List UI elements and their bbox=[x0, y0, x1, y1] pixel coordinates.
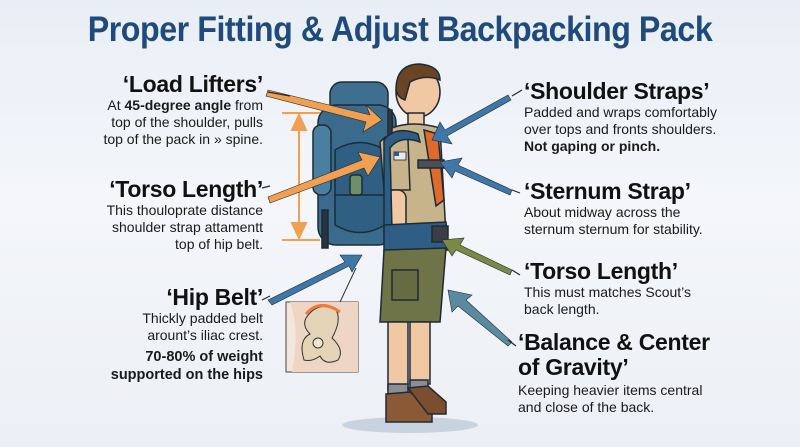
label-shoulder-straps: ‘Shoulder Straps’ Padded and wraps comfo… bbox=[524, 79, 794, 155]
label-sternum-strap: ‘Sternum Strap’ About midway across the … bbox=[524, 179, 794, 238]
torso-length-left-body: This thouloprate distance shoulder strap… bbox=[106, 202, 263, 252]
hip-bone-inset bbox=[285, 267, 359, 373]
load-lifters-body: At 45-degree angle from top of the shoul… bbox=[103, 97, 263, 147]
hip-belt-weight-note: 70-80% of weight supported on the hips bbox=[110, 349, 263, 383]
page-title: Proper Fitting & Adjust Backpacking Pack bbox=[87, 10, 713, 49]
sternum-strap-body: About midway across the sternum sternum … bbox=[524, 204, 703, 237]
label-torso-length-right: ‘Torso Length’ This must matches Scout’s… bbox=[524, 259, 794, 318]
balance-body: Keeping heavier items central and close … bbox=[518, 382, 703, 415]
shoulder-straps-heading: ‘Shoulder Straps’ bbox=[524, 78, 710, 104]
label-load-lifters: ‘Load Lifters’ At 45-degree angle from t… bbox=[40, 72, 263, 148]
ground-shadow bbox=[342, 417, 478, 433]
hip-belt-body: Thickly padded belt arount’s iliac crest… bbox=[142, 310, 263, 343]
hip-belt-heading: ‘Hip Belt’ bbox=[166, 284, 263, 310]
torso-length-left-heading: ‘Torso Length’ bbox=[109, 176, 263, 202]
sternum-strap-heading: ‘Sternum Strap’ bbox=[524, 178, 691, 204]
label-balance-center-gravity: ‘Balance & Center of Gravity’ Keeping he… bbox=[518, 330, 794, 416]
balance-heading: ‘Balance & Center of Gravity’ bbox=[518, 329, 710, 380]
torso-length-measure-icon bbox=[282, 112, 320, 241]
torso-length-right-heading: ‘Torso Length’ bbox=[524, 258, 678, 284]
load-lifters-heading: ‘Load Lifters’ bbox=[122, 71, 264, 97]
arrow-green bbox=[441, 237, 513, 276]
scout bbox=[379, 63, 449, 423]
arrows-orange bbox=[265, 89, 383, 204]
shoulder-straps-body: Padded and wraps comfortably over tops a… bbox=[524, 104, 717, 154]
arrows-blue bbox=[267, 94, 513, 306]
label-torso-length-left: ‘Torso Length’ This thouloprate distance… bbox=[40, 176, 264, 253]
label-hip-belt: ‘Hip Belt’ Thickly padded belt arount’s … bbox=[40, 284, 264, 384]
torso-length-right-body: This must matches Scout’s back length. bbox=[524, 284, 692, 317]
arrow-teal bbox=[447, 289, 513, 347]
